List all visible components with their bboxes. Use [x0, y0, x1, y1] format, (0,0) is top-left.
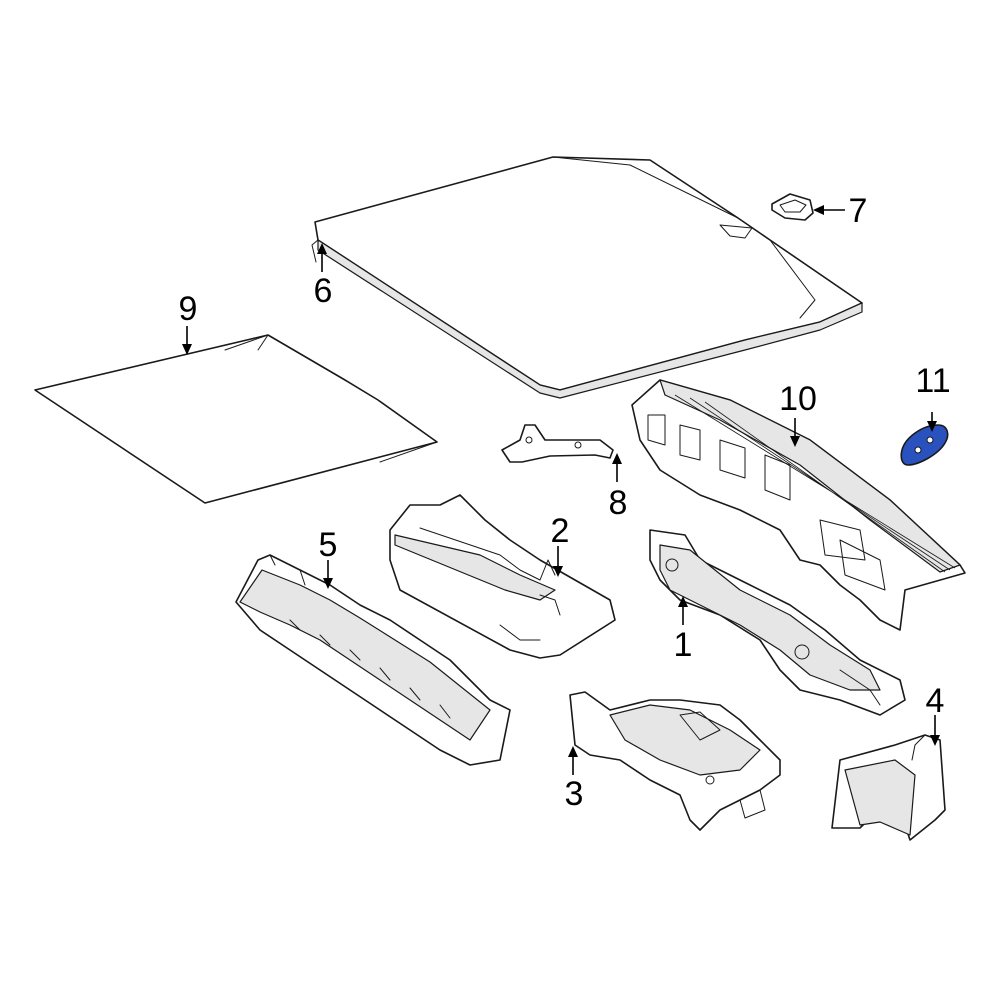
arrowhead	[182, 344, 192, 355]
part-sill-plate	[631, 379, 966, 631]
part-cargo-cover	[311, 156, 863, 399]
arrowhead	[568, 746, 578, 757]
grommet-highlight	[900, 424, 949, 466]
arrowhead	[813, 205, 824, 215]
part-side-trim-panel	[235, 554, 511, 766]
callout-1: 1	[674, 626, 693, 664]
callout-11: 11	[915, 362, 950, 400]
arrowhead	[612, 453, 622, 464]
arrowhead	[790, 436, 800, 447]
part-grommet	[900, 424, 949, 466]
arrowhead	[317, 243, 327, 254]
callout-leaders	[182, 205, 940, 775]
part-clip	[771, 193, 814, 221]
callout-10: 10	[779, 380, 817, 418]
arrowhead	[930, 735, 940, 746]
callout-labels: 1 2 3 4 5 6 7 8 9 10 11	[179, 192, 951, 813]
part-floor-mat	[34, 334, 438, 504]
callout-9: 9	[179, 290, 198, 328]
arrowhead	[553, 566, 563, 577]
callout-2: 2	[551, 512, 570, 550]
part-rear-trim-panel	[649, 529, 906, 716]
part-storage-tray	[389, 494, 616, 659]
part-tool-tray	[569, 691, 781, 831]
arrowhead	[678, 596, 688, 607]
callout-6: 6	[314, 272, 333, 310]
callout-4: 4	[926, 682, 945, 720]
part-side-cover	[831, 734, 946, 841]
callout-3: 3	[565, 775, 584, 813]
part-bracket	[501, 424, 614, 463]
callout-7: 7	[849, 192, 868, 230]
arrowhead	[927, 421, 937, 432]
arrowhead	[323, 578, 333, 589]
callout-5: 5	[319, 526, 338, 564]
callout-8: 8	[609, 484, 628, 522]
